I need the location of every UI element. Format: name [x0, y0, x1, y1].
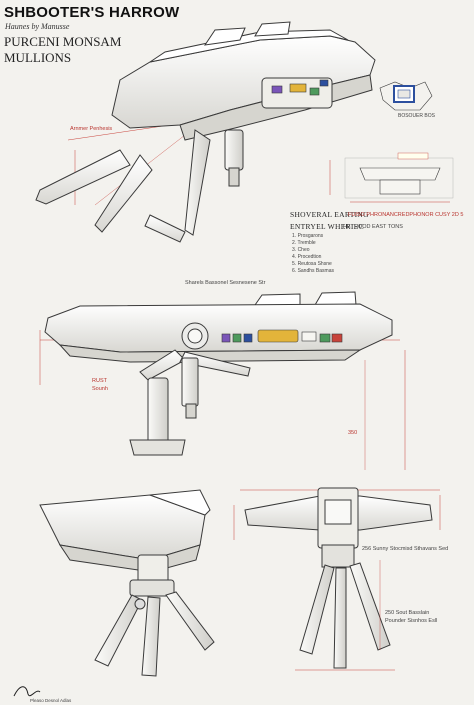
specs-sub: ENTRYEL WHERIEC	[290, 222, 364, 231]
signature-mark	[13, 686, 41, 697]
spec-list-item: 4. Procedtion	[292, 254, 322, 260]
section-heading-b: MULLIONS	[4, 50, 72, 65]
specs-sub-right: HETHOOD EAST TONS	[343, 224, 403, 230]
badge-caption: BOSOUER BOS	[398, 113, 435, 119]
side-view	[39, 291, 406, 470]
callout-left: Arnmer Penhesis	[70, 126, 113, 132]
bottom-note-2: Pounder Sisnhos Esll	[385, 618, 438, 624]
front-view	[233, 487, 441, 671]
spec-list-item: 1. Prosgarons	[292, 233, 324, 239]
perspective-view	[35, 21, 376, 243]
front-view-caption: 256 Sunny Stocmisd Sthavans Sed	[362, 546, 449, 552]
spec-list-item: 3. Cheo	[292, 247, 310, 253]
spec-list-item: 6. Sandhs Basmas	[292, 268, 334, 274]
sheet-title: SHBOOTER'S HARROW	[4, 4, 180, 21]
tripod-view	[39, 489, 215, 677]
schematic-inset	[329, 152, 454, 203]
section-heading-a: PURCENI MONSAM	[4, 34, 122, 49]
side-callout-red-2: Sounh	[92, 386, 108, 392]
signature-text: Pleaso Desnol Adlas	[30, 698, 72, 703]
spec-list-item: 5. Reutosa Shsne	[292, 261, 332, 267]
specs-heading: SHOVERAL EARTING	[290, 210, 369, 219]
spec-list-item: 2. Tremble	[292, 240, 316, 246]
side-view-caption: Sharels Bassonel Sesnesene Str	[185, 280, 266, 286]
bottom-note-1: 250 Sout Basslain	[385, 610, 430, 616]
sheet-subtitle: Haunes by Manusse	[5, 22, 70, 31]
specs-heading-red: FUISO PHRONANCREDPHONOR CUSY 2D 5	[348, 212, 464, 218]
side-dimension: 350	[348, 430, 358, 436]
emblem-badge	[379, 81, 433, 111]
side-callout-red: RUST	[92, 378, 107, 384]
